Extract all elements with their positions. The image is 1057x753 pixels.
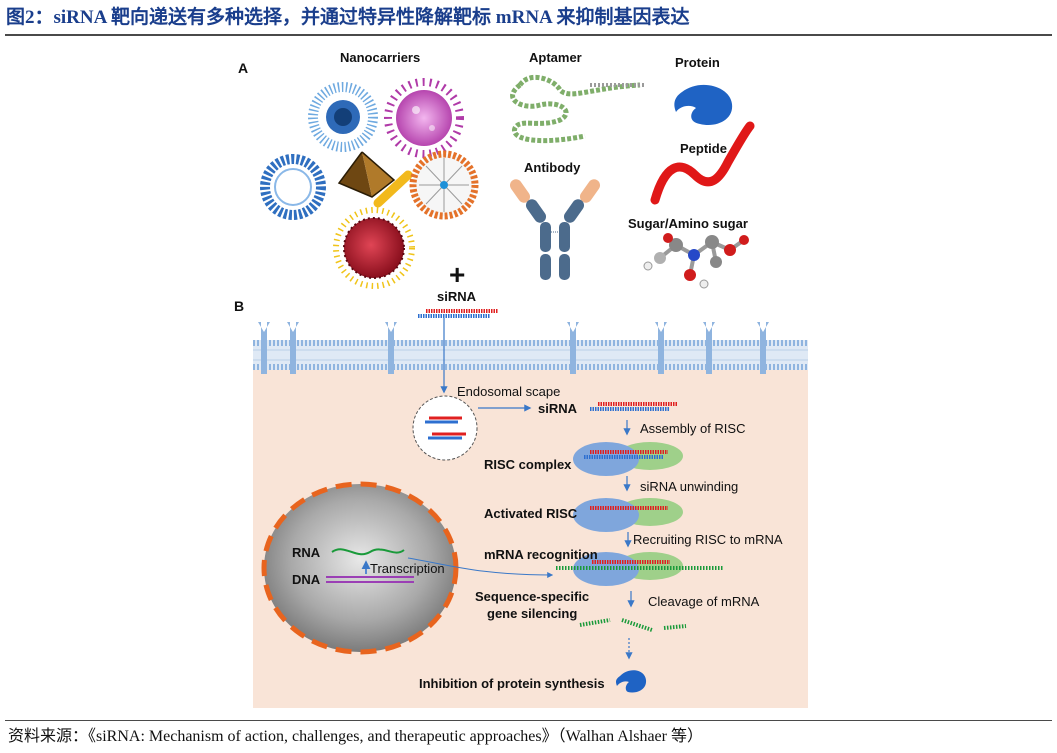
panel-a: A Nanocarriers Aptamer Protein Antibody … — [238, 42, 808, 318]
inhibition-label: Inhibition of protein synthesis — [419, 676, 605, 691]
unwinding-label: siRNA unwinding — [640, 479, 738, 494]
source-note: 资料来源：《siRNA: Mechanism of action, challe… — [8, 728, 703, 745]
recruiting-label: Recruiting RISC to mRNA — [633, 532, 783, 547]
protein-label: Protein — [675, 55, 720, 70]
antibody-icon — [509, 179, 601, 280]
assembly-label: Assembly of RISC — [640, 421, 745, 436]
transcription-label: Transcription — [370, 561, 445, 576]
cleavage-label: Cleavage of mRNA — [648, 594, 760, 609]
pyramid-nanocarrier-icon — [337, 151, 396, 198]
aptamer-icon — [510, 74, 645, 144]
aptamer-label: Aptamer — [529, 50, 582, 65]
source-divider — [5, 720, 1052, 721]
dendrimer-nanocarrier-icon — [409, 150, 479, 220]
sirna-duplex-icon — [418, 309, 498, 318]
cell-membrane — [253, 340, 808, 370]
nucleus — [261, 481, 459, 655]
risc-complex-label: RISC complex — [484, 457, 572, 472]
spiky-nanoparticle-icon — [333, 207, 415, 289]
sirna-label-cytoplasm: siRNA — [538, 401, 578, 416]
activated-risc-icon — [573, 498, 683, 532]
activated-risc-label: Activated RISC — [484, 506, 578, 521]
protein-icon — [674, 84, 733, 126]
rna-label: RNA — [292, 545, 321, 560]
nanorod-nanocarrier-icon — [373, 170, 413, 208]
virus-like-nanocarrier-icon — [384, 78, 464, 158]
endosome — [412, 395, 478, 461]
antibody-label: Antibody — [524, 160, 581, 175]
panel-b: B Endosoma — [234, 298, 808, 708]
export-arrow — [407, 557, 554, 578]
mrna-recognition-icon — [556, 552, 724, 586]
risc-complex-icon — [573, 442, 683, 476]
mrna-recognition-label: mRNA recognition — [484, 547, 598, 562]
gene-silencing-label: gene silencing — [487, 606, 577, 621]
title-divider — [5, 34, 1052, 36]
endosomal-escape-label: Endosomal scape — [457, 384, 560, 399]
cleaved-mrna-fragments — [579, 618, 687, 632]
membrane-receptors — [258, 322, 769, 374]
plus-sign: + — [449, 259, 465, 290]
panel-b-letter: B — [234, 298, 244, 314]
peptide-icon — [650, 121, 755, 205]
blocked-protein-icon — [616, 670, 647, 693]
sugar-label: Sugar/Amino sugar — [628, 216, 748, 231]
amino-sugar-molecule-icon — [643, 233, 749, 289]
sirna-label-top: siRNA — [437, 289, 477, 304]
figure-title: 图2：siRNA 靶向递送有多种选择，并通过特异性降解靶标 mRNA 来抑制基因… — [6, 7, 690, 28]
liposome-nanocarrier-icon — [260, 154, 326, 220]
nanocarriers-label: Nanocarriers — [340, 50, 420, 65]
sequence-specific-label: Sequence-specific — [475, 589, 589, 604]
free-sirna-duplex — [590, 402, 678, 411]
dna-label: DNA — [292, 572, 321, 587]
peptide-label: Peptide — [680, 141, 727, 156]
micelle-nanocarrier-icon — [308, 82, 378, 152]
panel-a-letter: A — [238, 60, 248, 76]
